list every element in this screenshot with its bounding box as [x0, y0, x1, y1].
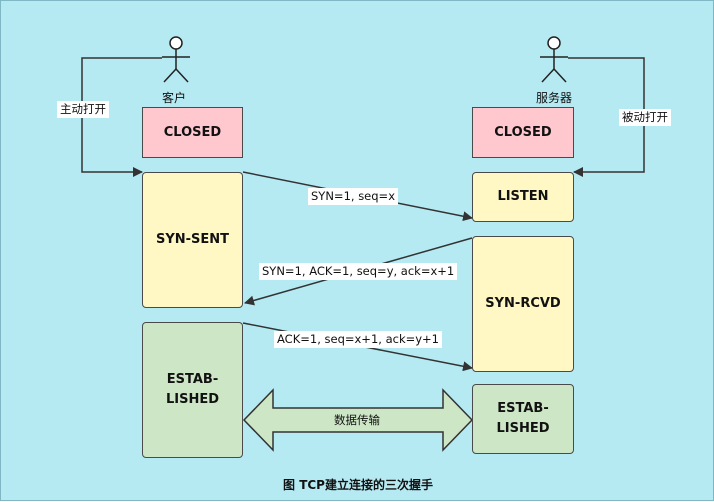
data-transfer-label: 数据传输 — [334, 413, 380, 427]
passive-open-label: 被动打开 — [619, 109, 671, 126]
syn-ack-message-label: SYN=1, ACK=1, seq=y, ack=x+1 — [259, 263, 458, 280]
client-label: 客户 — [162, 91, 187, 105]
client-actor-icon — [162, 36, 190, 83]
syn-message-label: SYN=1, seq=x — [308, 188, 398, 205]
server-actor-icon — [540, 36, 568, 83]
active-open-label: 主动打开 — [57, 101, 109, 118]
ack-message-label: ACK=1, seq=x+1, ack=y+1 — [274, 331, 442, 348]
client-closed-state: CLOSED — [142, 107, 243, 158]
client-established-state: ESTAB- LISHED — [142, 322, 243, 458]
syn-rcvd-state: SYN-RCVD — [472, 236, 574, 372]
diagram-caption: 图 TCP建立连接的三次握手 — [283, 478, 433, 492]
listen-state: LISTEN — [472, 172, 574, 222]
server-closed-state: CLOSED — [472, 107, 574, 158]
syn-sent-state: SYN-SENT — [142, 172, 243, 308]
server-label: 服务器 — [536, 91, 573, 105]
server-established-state: ESTAB- LISHED — [472, 384, 574, 454]
